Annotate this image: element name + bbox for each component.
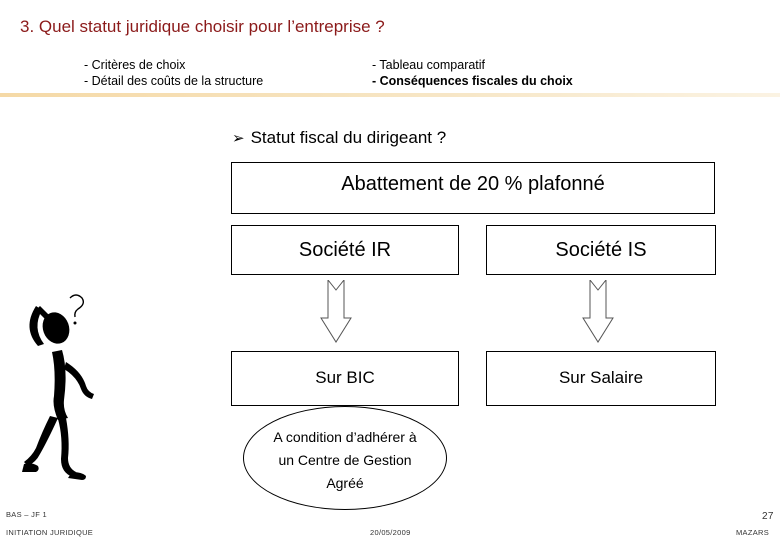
sur-salaire-box: Sur Salaire <box>486 351 716 406</box>
thinking-person-icon <box>22 294 94 480</box>
sur-bic-box: Sur BIC <box>231 351 459 406</box>
arrow-right-icon: ➢ <box>232 130 245 147</box>
subtitle-right-item-active: - Conséquences fiscales du choix <box>372 74 573 88</box>
page-number: 27 <box>762 511 774 522</box>
sur-salaire-label: Sur Salaire <box>558 367 644 387</box>
subtitle-right-item: - Tableau comparatif <box>372 58 486 72</box>
societe-is-label: Société IS <box>555 238 647 261</box>
footer-brand: MAZARS <box>736 528 770 537</box>
footer-date: 20/05/2009 <box>370 528 411 537</box>
abattement-text: Abattement de 20 % plafonné <box>341 173 605 195</box>
sur-bic-label: Sur BIC <box>315 367 375 387</box>
footer-course: INITIATION JURIDIQUE <box>6 528 94 537</box>
subtitle-left: - Critères de choix - Détail des coûts d… <box>84 57 263 89</box>
societe-ir-label: Société IR <box>298 238 392 261</box>
down-arrow-icon <box>582 280 614 343</box>
subtitle-left-item: - Détail des coûts de la structure <box>84 74 264 88</box>
condition-text: A condition d’adhérer à un Centre de Ges… <box>273 428 417 491</box>
condition-oval: A condition d’adhérer à un Centre de Ges… <box>243 406 447 510</box>
down-arrow-icon <box>320 280 352 343</box>
header-divider <box>0 93 780 97</box>
subtitle-left-item: - Critères de choix <box>84 58 186 72</box>
societe-is-box: Société IS <box>486 225 716 275</box>
subtitle-right: - Tableau comparatif - Conséquences fisc… <box>372 57 573 89</box>
bullet-point: ➢ Statut fiscal du dirigeant ? <box>232 128 446 148</box>
footer-code: BAS – JF 1 <box>6 510 47 519</box>
societe-ir-box: Société IR <box>231 225 459 275</box>
slide-title: 3. Quel statut juridique choisir pour l’… <box>20 17 385 36</box>
abattement-box: Abattement de 20 % plafonné <box>231 162 715 214</box>
bullet-text: Statut fiscal du dirigeant ? <box>250 128 447 147</box>
